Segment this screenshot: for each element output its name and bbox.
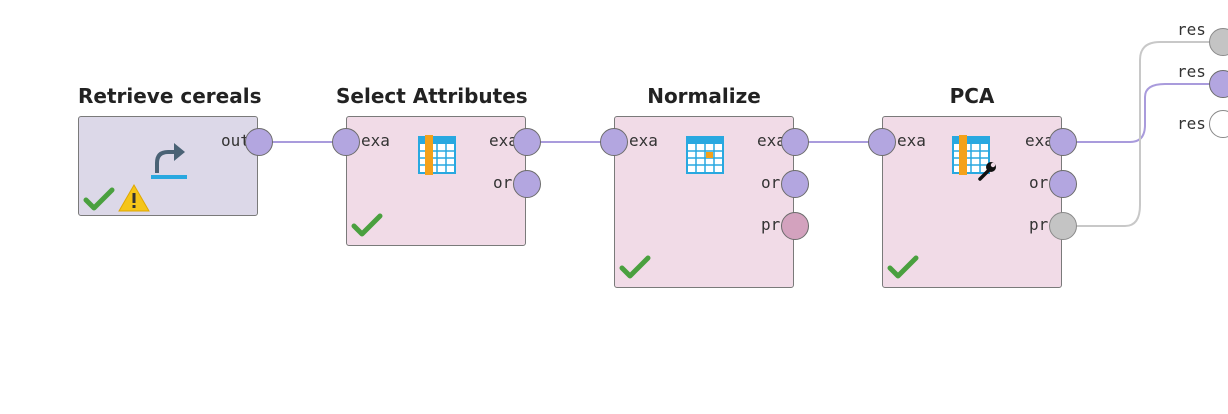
normalize-exa-in-port[interactable] xyxy=(600,128,628,156)
select-exa-out-port[interactable] xyxy=(513,128,541,156)
result-port-label-3: res xyxy=(1177,114,1206,133)
pca-exa-out-port[interactable] xyxy=(1049,128,1077,156)
normalize-exa-out-port[interactable] xyxy=(781,128,809,156)
pca-operator-title: PCA xyxy=(949,84,995,108)
result-port-3[interactable] xyxy=(1209,110,1228,138)
result-port-1[interactable] xyxy=(1209,28,1228,56)
table-normalize-icon xyxy=(685,135,725,179)
pca-pre-out-port[interactable] xyxy=(1049,212,1077,240)
table-wrench-icon xyxy=(951,135,999,185)
select-exa-in-port[interactable] xyxy=(332,128,360,156)
result-port-label-1: res xyxy=(1177,20,1206,39)
normalize-exa-in-label: exa xyxy=(629,131,658,150)
pca-operator[interactable]: exa exa ori pre xyxy=(882,116,1062,288)
result-port-2[interactable] xyxy=(1209,70,1228,98)
select-operator-title: Select Attributes xyxy=(336,84,528,108)
pca-exa-out-label: exa xyxy=(1025,131,1054,150)
normalize-exa-out-label: exa xyxy=(757,131,786,150)
table-select-columns-icon xyxy=(417,135,457,179)
pca-ori-out-port[interactable] xyxy=(1049,170,1077,198)
pca-exa-in-label: exa xyxy=(897,131,926,150)
result-port-label-2: res xyxy=(1177,62,1206,81)
normalize-operator-title: Normalize xyxy=(647,84,761,108)
retrieve-operator-title: Retrieve cereals xyxy=(78,84,262,108)
select-exa-in-label: exa xyxy=(361,131,390,150)
wire-pca-exa-to-res2 xyxy=(1077,83,1211,143)
normalize-operator[interactable]: exa exa ori pre xyxy=(614,116,794,288)
normalize-pre-out-port[interactable] xyxy=(781,212,809,240)
pca-exa-in-port[interactable] xyxy=(868,128,896,156)
wire-pca-pre-to-res1 xyxy=(1077,41,1211,227)
status-ok-checkmark-icon xyxy=(887,255,919,285)
retrieve-out-port[interactable] xyxy=(245,128,273,156)
select-exa-out-label: exa xyxy=(489,131,518,150)
status-ok-checkmark-icon xyxy=(83,187,115,217)
retrieve-operator[interactable]: out xyxy=(78,116,258,216)
select-attributes-operator[interactable]: exa exa ori xyxy=(346,116,526,246)
retrieve-arrow-icon xyxy=(147,139,191,187)
retrieve-out-port-label: out xyxy=(221,131,250,150)
status-ok-checkmark-icon xyxy=(619,255,651,285)
normalize-ori-out-port[interactable] xyxy=(781,170,809,198)
warning-triangle-icon[interactable] xyxy=(117,183,151,217)
select-ori-out-port[interactable] xyxy=(513,170,541,198)
status-ok-checkmark-icon xyxy=(351,213,383,243)
